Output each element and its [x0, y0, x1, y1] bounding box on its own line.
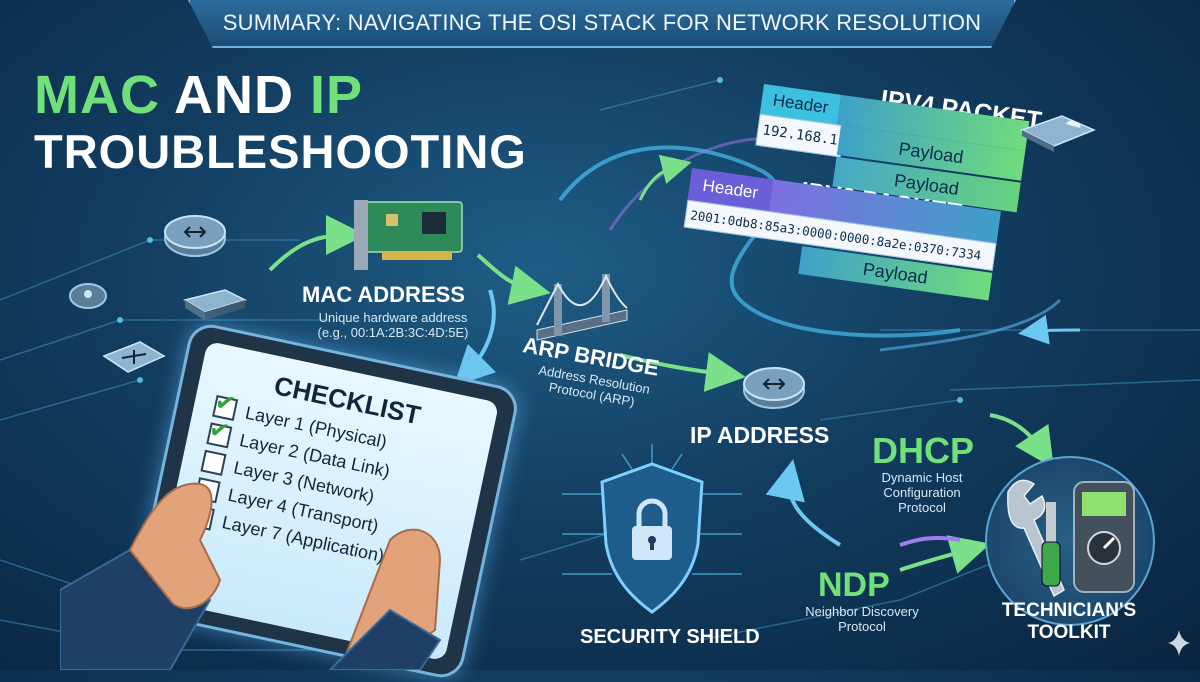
toolkit-title: TECHNICIAN'S TOOLKIT	[982, 600, 1156, 644]
hands-graphic	[60, 482, 442, 670]
mac-desc-line2: (e.g., 00:1A:2B:3C:4D:5E)	[317, 325, 469, 340]
title-mac: MAC	[34, 65, 160, 125]
mac-address-title: MAC ADDRESS	[302, 282, 465, 307]
summary-banner: SUMMARY: NAVIGATING THE OSI STACK FOR NE…	[188, 0, 1016, 48]
dhcp-desc-line2: Configuration	[883, 485, 961, 500]
ndp-desc-line1: Neighbor Discovery	[805, 604, 919, 619]
dhcp-title: DHCP	[872, 430, 975, 471]
ndp-desc: Neighbor Discovery Protocol	[792, 604, 932, 634]
router-icon	[164, 215, 226, 257]
mac-desc-line1: Unique hardware address	[318, 310, 468, 325]
node-icon	[69, 283, 107, 309]
mac-address-desc: Unique hardware address (e.g., 00:1A:2B:…	[298, 310, 488, 340]
dhcp-desc-line3: Protocol	[898, 500, 946, 515]
page-title: MAC AND IP	[34, 64, 363, 126]
ip-router-icon	[743, 367, 805, 409]
toolkit-line2: TOOLKIT	[1027, 622, 1111, 643]
dhcp-desc: Dynamic Host Configuration Protocol	[852, 470, 992, 515]
toolkit-line1: TECHNICIAN'S	[1001, 600, 1137, 621]
toolkit-icon	[1007, 479, 1135, 598]
title-and: AND	[159, 65, 310, 125]
switch-icon	[183, 289, 248, 320]
ndp-title: NDP	[818, 566, 890, 604]
page-subtitle: TROUBLESHOOTING	[34, 125, 527, 178]
banner-text: SUMMARY: NAVIGATING THE OSI STACK FOR NE…	[222, 10, 982, 35]
hub-icon	[102, 341, 166, 373]
security-shield-graphic	[562, 444, 742, 614]
network-card-icon	[354, 200, 463, 270]
cloud-server-icon	[1020, 115, 1096, 152]
dhcp-desc-line1: Dynamic Host	[881, 470, 963, 485]
sparkle-icon	[1168, 630, 1190, 656]
bridge-icon	[536, 273, 628, 341]
ip-address-title: IP ADDRESS	[690, 422, 830, 448]
ndp-desc-line2: Protocol	[838, 619, 886, 634]
title-ip: IP	[309, 65, 364, 125]
checkmark-icon: ✔	[212, 387, 238, 419]
security-shield-title: SECURITY SHIELD	[580, 626, 760, 648]
